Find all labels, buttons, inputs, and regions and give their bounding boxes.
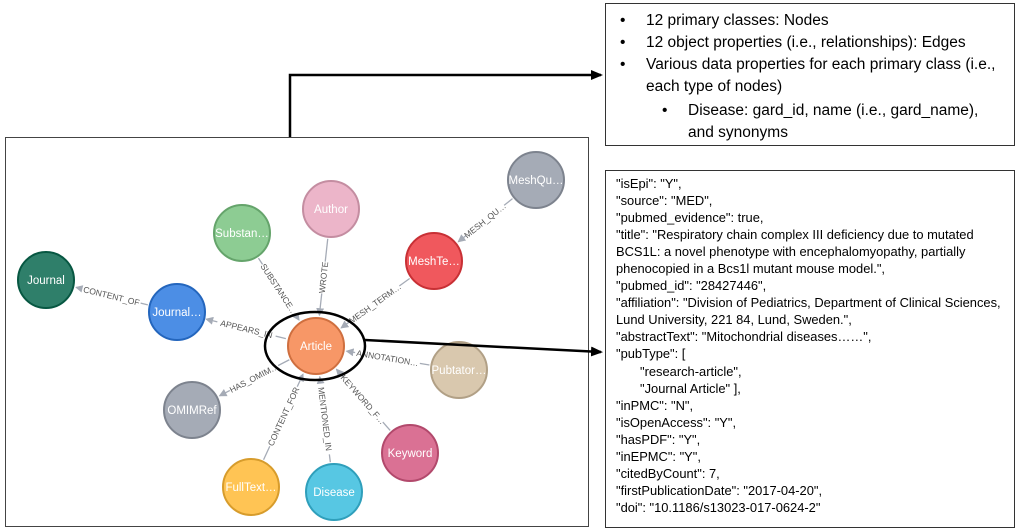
node-circle [222, 458, 280, 516]
node-label-disease: Disease [313, 487, 355, 499]
node-circle [148, 283, 206, 341]
edge-label-mesh-term: MESH_TERM… [347, 281, 403, 325]
node-fulltext[interactable]: FullText… [222, 458, 280, 516]
summary-list: 12 primary classes: Nodes 12 object prop… [606, 4, 1014, 144]
node-circle [163, 381, 221, 439]
edge-label-bg [315, 260, 331, 294]
node-circle [405, 232, 463, 290]
node-journal[interactable]: Journal [17, 251, 75, 309]
json-line: "pubType": [ [616, 346, 686, 362]
node-label-pubtator: Pubtator… [432, 365, 487, 377]
json-line: "citedByCount": 7, [616, 465, 720, 481]
edge-label-appears-in: APPEARS_IN [219, 318, 273, 340]
node-label-journal_node: Journal… [152, 307, 201, 319]
json-line: "source": "MED", [616, 193, 713, 209]
node-pubtator[interactable]: Pubtator… [430, 341, 488, 399]
node-circle [507, 151, 565, 209]
edge-label-bg [264, 384, 302, 449]
edge-label-mesh-qu: MESH_QU… [462, 201, 508, 240]
edge-label-substance: SUBSTANCE… [258, 262, 299, 318]
summary-item-data-properties: Various data properties for each primary… [620, 54, 1006, 144]
node-label-omimref: OMIMRef [167, 405, 217, 417]
json-line: "research-article", [640, 363, 742, 379]
node-circle [17, 251, 75, 309]
json-line: "hasPDF": "Y", [616, 431, 701, 447]
summary-connector-arrow [288, 70, 603, 137]
node-author[interactable]: Author [302, 180, 360, 238]
json-line: "abstractText": "Mitochondrial diseases…… [616, 329, 872, 345]
edge-label-bg [339, 373, 388, 426]
summary-item-nodes: 12 primary classes: Nodes [620, 10, 1006, 32]
node-label-journal: Journal [27, 275, 65, 287]
node-keyword[interactable]: Keyword [381, 424, 439, 482]
node-label-article: Article [300, 341, 332, 353]
node-label-author: Author [314, 204, 348, 216]
edge-label-has-omim: HAS_OMIM… [228, 361, 280, 395]
edge-label-bg [315, 382, 336, 455]
summary-item-edges: 12 object properties (i.e., relationship… [620, 32, 1006, 54]
node-meshqual[interactable]: MeshQu… [507, 151, 565, 209]
json-line: "doi": "10.1186/s13023-017-0624-2" [616, 499, 821, 515]
node-label-fulltext: FullText… [225, 482, 276, 494]
json-properties-box: "isEpi": "Y", "source": "MED","pubmed_evi… [605, 170, 1015, 528]
json-line: "isOpenAccess": "Y", [616, 414, 737, 430]
node-circle [381, 424, 439, 482]
json-line: "inEPMC": "Y", [616, 448, 701, 464]
node-disease[interactable]: Disease [305, 463, 363, 521]
node-omimref[interactable]: OMIMRef [163, 381, 221, 439]
node-circle [305, 463, 363, 521]
node-circle [302, 180, 360, 238]
node-label-meshterm: MeshTe… [408, 256, 460, 268]
node-label-meshqual: MeshQu… [509, 175, 564, 187]
summary-sublist: Disease: gard_id, name (i.e., gard_name)… [646, 98, 1006, 144]
node-meshterm[interactable]: MeshTe… [405, 232, 463, 290]
node-article[interactable]: Article [287, 317, 345, 375]
edge-label-bg [81, 283, 143, 308]
summary-box: 12 primary classes: Nodes 12 object prop… [605, 3, 1015, 146]
edge-label-mentioned-in: MENTIONED_IN [316, 387, 334, 452]
edge-label-bg [462, 200, 508, 240]
json-line: "title": "Respiratory chain complex III … [616, 227, 978, 277]
node-circle [213, 204, 271, 262]
json-line: "affiliation": "Division of Pediatrics, … [616, 295, 1005, 328]
node-substance[interactable]: Substan… [213, 204, 271, 262]
edge-label-content-for: CONTENT_FOR [266, 385, 302, 447]
node-label-substance: Substan… [215, 228, 269, 240]
edge-label-content-of: CONTENT_OF [82, 284, 140, 307]
node-label-keyword: Keyword [388, 448, 433, 460]
json-line: "pubmed_evidence": true, [616, 210, 764, 226]
node-journal_node[interactable]: Journal… [148, 283, 206, 341]
summary-subitem-disease: Disease: gard_id, name (i.e., gard_name)… [662, 100, 1006, 144]
edge-label-annotation: ANNOTATION… [356, 348, 420, 368]
json-line: "firstPublicationDate": "2017-04-20", [616, 482, 823, 498]
json-line: "pubmed_id": "28427446", [616, 278, 767, 294]
edge-label-wrote: WROTE [317, 261, 330, 294]
edge-label-keyword-f: KEYWORD_F… [339, 373, 388, 426]
summary-item-data-properties-text: Various data properties for each primary… [646, 56, 996, 95]
json-line: "isEpi": "Y", [616, 176, 682, 191]
edge-label-bg [258, 261, 301, 318]
json-line: "Journal Article" ], [640, 380, 741, 396]
json-line: "inPMC": "N", [616, 397, 694, 413]
edge-label-bg [216, 316, 278, 341]
